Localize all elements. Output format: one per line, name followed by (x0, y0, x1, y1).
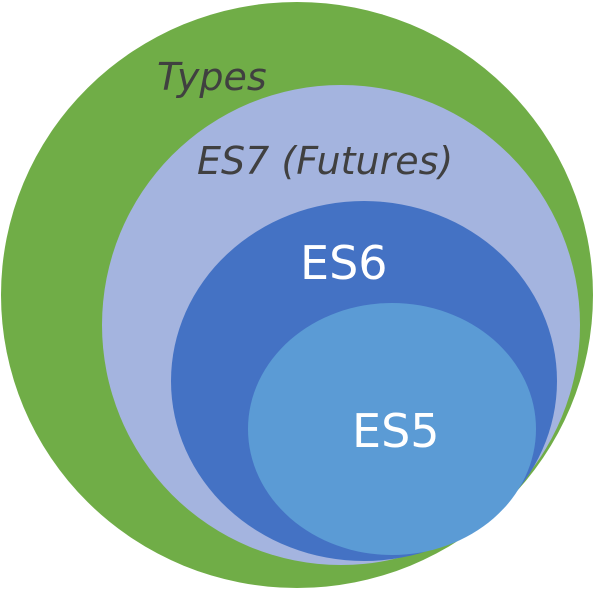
es5-label: ES5 (352, 404, 440, 458)
es6-label: ES6 (300, 236, 388, 290)
es7-label: ES7 (Futures) (197, 139, 454, 183)
es5-circle (248, 303, 536, 555)
types-label: Types (157, 55, 267, 99)
